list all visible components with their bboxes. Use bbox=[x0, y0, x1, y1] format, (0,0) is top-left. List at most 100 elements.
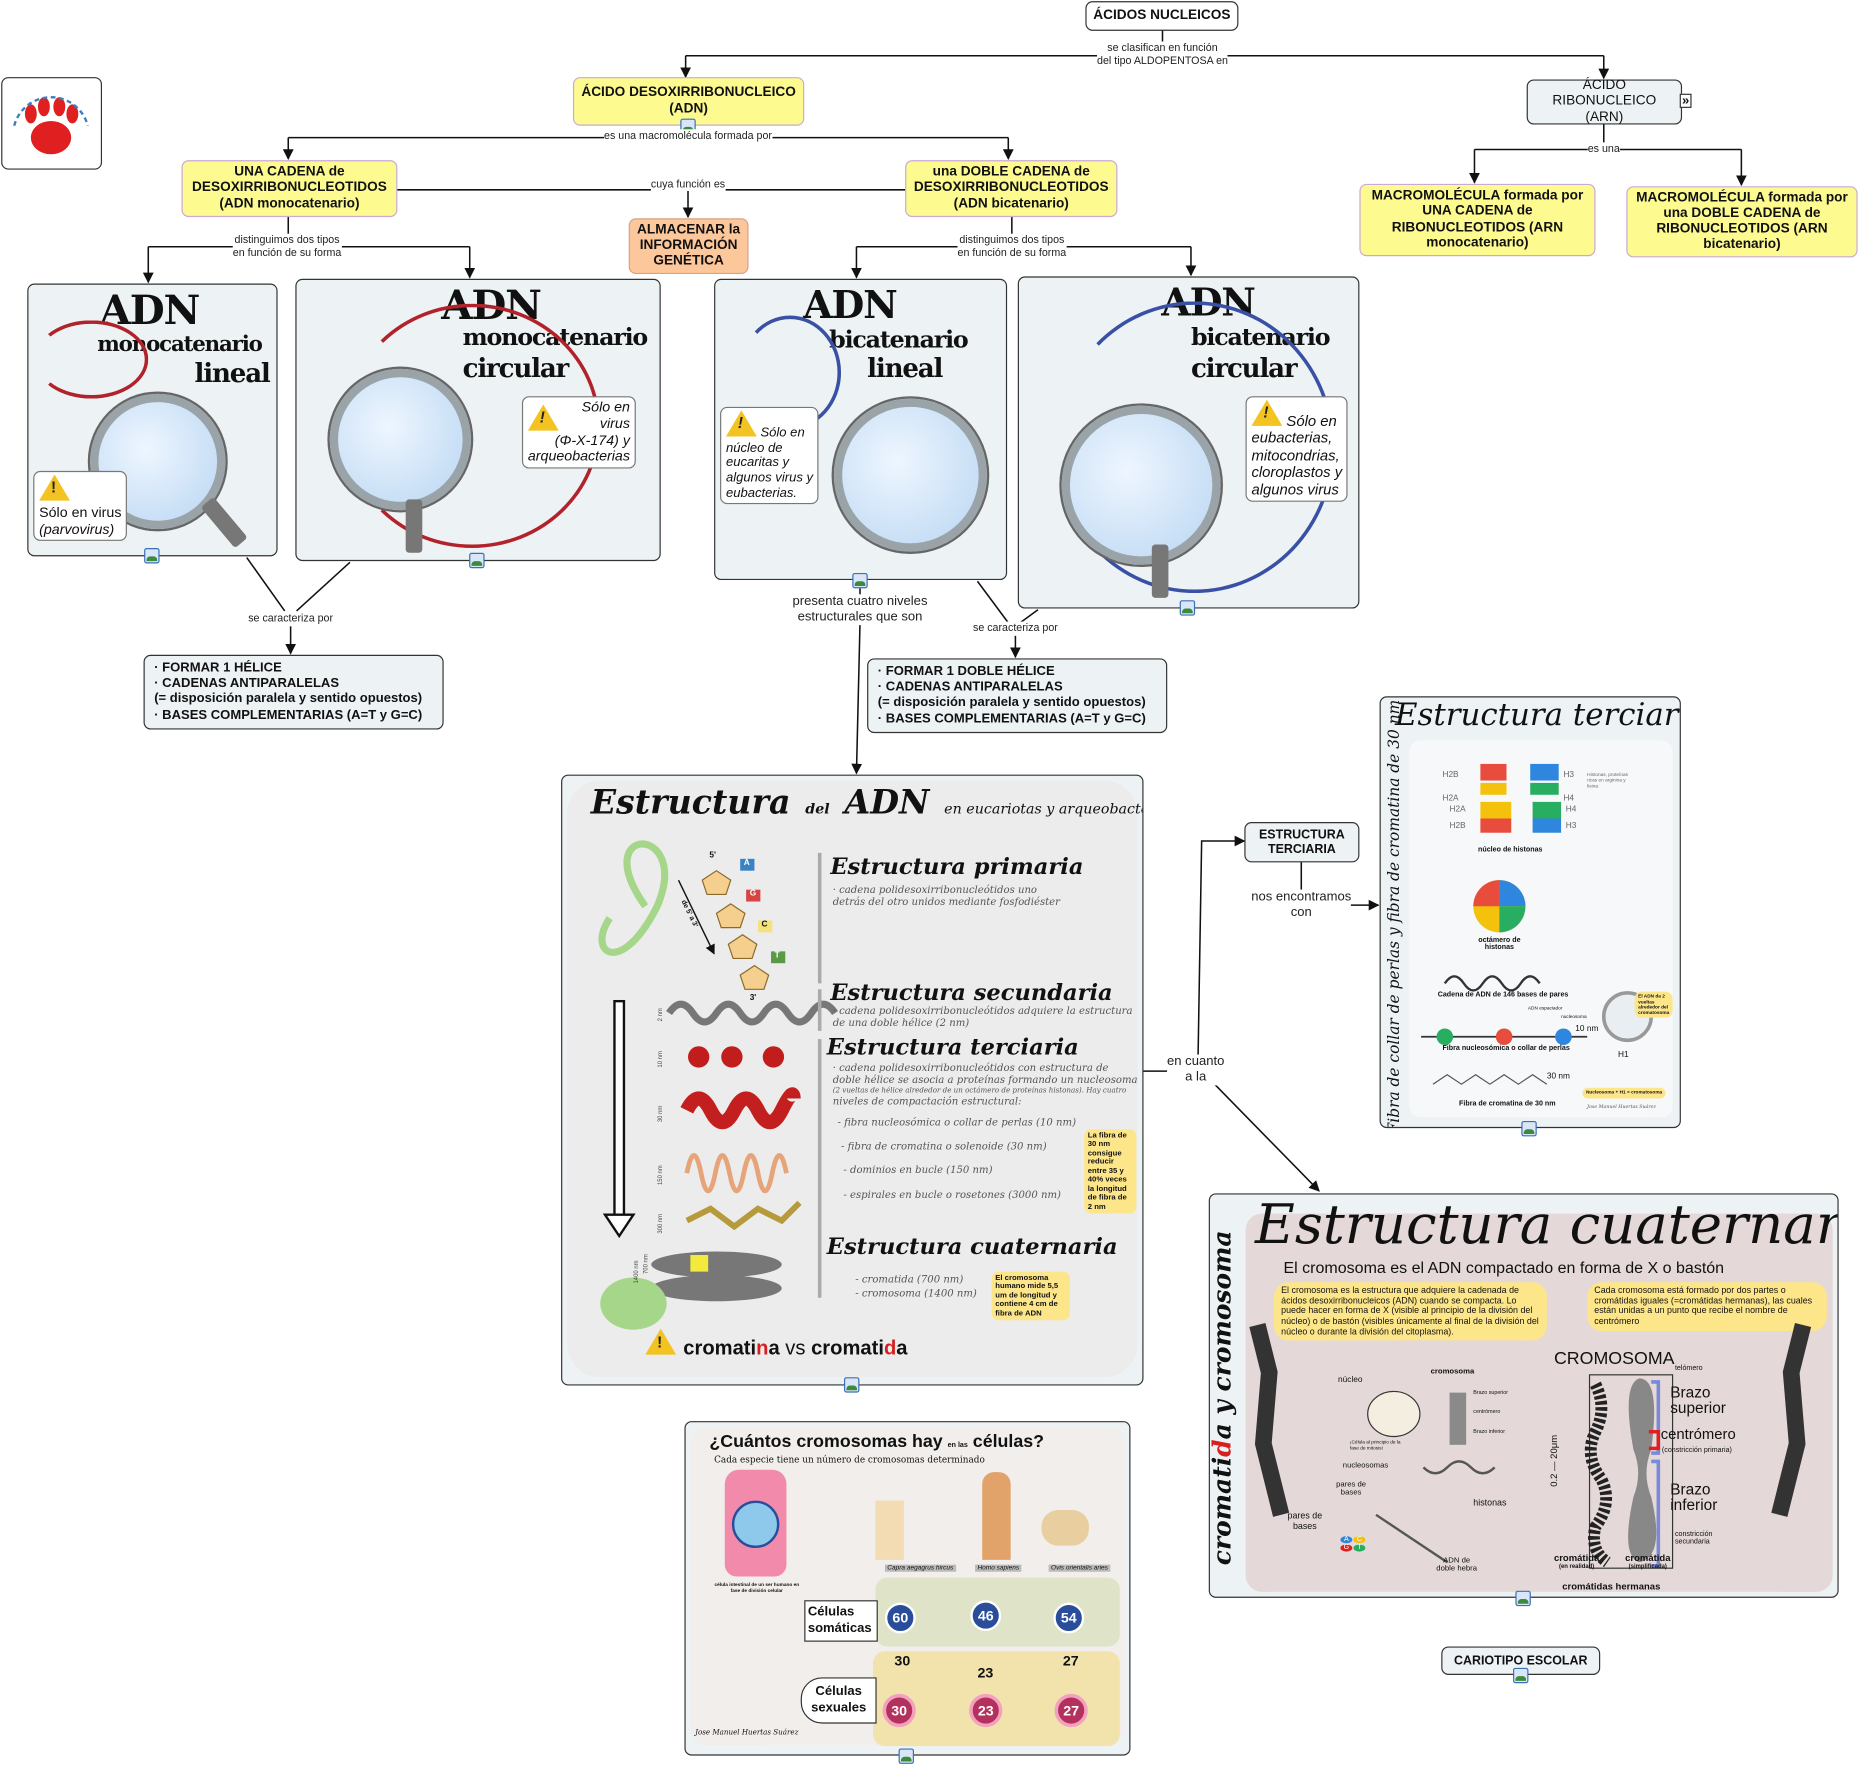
base-g: G bbox=[749, 889, 757, 898]
image-attachment-icon[interactable] bbox=[852, 572, 868, 589]
panel-title: bicatenario bbox=[829, 325, 969, 354]
link-label-cuya-funcion: cuya función es bbox=[650, 177, 726, 191]
node-funcion[interactable]: ALMACENAR la INFORMACIÓN GENÉTICA bbox=[628, 218, 749, 275]
note-text: Sólo en virus bbox=[581, 398, 630, 432]
callout: Nucleosoma + H1 = cromatosoma bbox=[1582, 1087, 1666, 1098]
caption: octámero de histonas bbox=[1478, 937, 1521, 952]
image-estructura-cuaternaria[interactable]: Estructura cuaternaria cromatida y cromo… bbox=[1208, 1193, 1839, 1598]
note-text: Sólo en virus bbox=[39, 503, 122, 521]
note-text: algunos virus y bbox=[725, 470, 814, 486]
caption: célula intestinal de un ser humano en fa… bbox=[714, 1581, 800, 1594]
caption: Cadena de ADN de 146 bases de pares bbox=[1437, 991, 1569, 999]
warning-icon bbox=[1251, 399, 1283, 426]
label: centrómero bbox=[1473, 1408, 1501, 1414]
list-item: · BASES COMPLEMENTARIAS (A=T y G=C) bbox=[154, 707, 423, 722]
subtitle: El cromosoma es el ADN compactado en for… bbox=[1283, 1258, 1725, 1277]
image-cuantos-cromosomas[interactable]: ¿Cuántos cromosomas hay en las células? … bbox=[684, 1421, 1131, 1756]
image-attachment-icon[interactable] bbox=[898, 1748, 914, 1764]
image-attachment-icon[interactable] bbox=[1513, 1667, 1529, 1684]
base-t: T bbox=[774, 951, 780, 960]
node-bicatenario-caracteristicas[interactable]: · FORMAR 1 DOBLE HÉLICE · CADENAS ANTIPA… bbox=[867, 658, 1168, 734]
node-arn[interactable]: ÁCIDO RIBONUCLEICO (ARN) bbox=[1526, 78, 1683, 125]
desc-line: niveles de compactación estructural: bbox=[832, 1095, 1022, 1108]
caption: 30 nm bbox=[1546, 1072, 1570, 1081]
label: constricción secundaria bbox=[1674, 1531, 1713, 1546]
label-brazo-inferior: Brazo inferior bbox=[1670, 1480, 1718, 1514]
cromatina-vs-cromatida: cromatina vs cromatida bbox=[645, 1328, 907, 1361]
somatic-count-goat: 60 bbox=[884, 1602, 916, 1634]
ovum-count-sheep: 27 bbox=[1054, 1693, 1088, 1728]
node-arn-bicatenario[interactable]: MACROMOLÉCULA formada por una DOBLE CADE… bbox=[1626, 186, 1858, 258]
speech-bubble: El cromosoma es la estructura que adquie… bbox=[1274, 1282, 1547, 1341]
text: (en realidad) bbox=[1558, 1563, 1595, 1571]
histone-label: H2A bbox=[1442, 794, 1459, 804]
nivel-item: - fibra de cromatina o solenoide (30 nm) bbox=[841, 1141, 1047, 1154]
ovum-count-human: 23 bbox=[969, 1693, 1003, 1728]
scale-label: 1400 nm bbox=[633, 1260, 641, 1284]
desc-line: (2 vueltas de hélice alrededor de un oct… bbox=[832, 1087, 1127, 1096]
warning-icon bbox=[527, 404, 559, 431]
image-adn-monocatenario-circular[interactable]: ADN monocatenario circular Sólo en virus… bbox=[295, 278, 661, 562]
node-doble-cadena[interactable]: una DOBLE CADENA de DESOXIRRIBONUCLEOTID… bbox=[905, 160, 1118, 218]
note-text: Sólo en bbox=[760, 425, 805, 441]
image-estructura-del-adn[interactable]: Estructura del ADN en eucariotas y arque… bbox=[561, 774, 1144, 1386]
link-label-macromolecula: es una macromolécula formada por bbox=[604, 129, 772, 143]
node-una-cadena[interactable]: UNA CADENA de DESOXIRRIBONUCLEOTIDOS (AD… bbox=[181, 160, 398, 218]
image-attachment-icon[interactable] bbox=[1521, 1120, 1537, 1137]
warning-icon bbox=[39, 474, 70, 501]
panel-title: ¿Cuántos cromosomas hay en las células? bbox=[709, 1432, 1044, 1452]
link-text: en cuanto bbox=[1167, 1054, 1225, 1069]
scale-label: 10 nm bbox=[657, 1051, 665, 1068]
image-adn-bicatenario-lineal[interactable]: ADN bicatenario lineal Sólo en núcleo de… bbox=[714, 278, 1008, 581]
node-adn[interactable]: ÁCIDO DESOXIRRIBONUCLEICO (ADN) bbox=[572, 77, 805, 126]
image-attachment-icon[interactable] bbox=[1515, 1590, 1531, 1607]
panel-title: ADN bbox=[803, 282, 898, 328]
label: (constricción primaria) bbox=[1661, 1447, 1732, 1455]
image-attachment-icon[interactable] bbox=[144, 548, 160, 564]
level-terciaria: Estructura terciaria bbox=[826, 1034, 1079, 1061]
node-monocatenario-caracteristicas[interactable]: · FORMAR 1 HÉLICE · CADENAS ANTIPARALELA… bbox=[143, 654, 444, 730]
label: telómero bbox=[1674, 1365, 1703, 1373]
sperm-count-goat: 30 bbox=[894, 1652, 911, 1670]
note-text: arqueobacterias bbox=[527, 447, 630, 465]
base-a: A bbox=[1340, 1536, 1353, 1544]
level-secundaria: Estructura secundaria bbox=[830, 979, 1113, 1006]
magnifier-handle bbox=[200, 496, 248, 549]
node-acidos-nucleicos[interactable]: ÁCIDOS NUCLEICOS bbox=[1085, 1, 1239, 31]
desc-line: · cadena polidesoxirribonucleótidos con … bbox=[832, 1062, 1109, 1075]
list-item: (= disposición paralela y sentido opuest… bbox=[877, 695, 1146, 710]
node-estructura-terciaria[interactable]: ESTRUCTURA TERCIARIA bbox=[1244, 822, 1360, 863]
nivel-item: - espirales en bucle o rosetones (3000 n… bbox=[843, 1189, 1061, 1202]
sperm-count-human: 23 bbox=[977, 1664, 994, 1681]
desc-line: doble hélice se asocia a proteínas forma… bbox=[832, 1074, 1138, 1087]
image-attachment-icon[interactable] bbox=[1179, 600, 1196, 616]
image-adn-monocatenario-lineal[interactable]: ADN monocatenario lineal Sólo en virus (… bbox=[27, 283, 278, 557]
label-scale: 0.2 — 20μm bbox=[1548, 1434, 1560, 1487]
label: pares de bases bbox=[1336, 1480, 1367, 1498]
histone-label: H2B bbox=[1449, 822, 1466, 831]
expand-icon[interactable]: » bbox=[1679, 93, 1692, 108]
human-figure bbox=[982, 1472, 1011, 1560]
image-estructura-terciaria[interactable]: Estructura terciaria Fibra de collar de … bbox=[1379, 696, 1681, 1129]
node-arn-monocatenario[interactable]: MACROMOLÉCULA formada por UNA CADENA de … bbox=[1359, 183, 1596, 257]
scale-label: 300 nm bbox=[657, 1213, 665, 1234]
caption: núcleo de histonas bbox=[1478, 846, 1543, 855]
image-adn-bicatenario-circular[interactable]: ADN bicatenario circular Sólo en eubacte… bbox=[1017, 276, 1360, 609]
nivel-item: - fibra nucleosómica o collar de perlas … bbox=[837, 1117, 1077, 1130]
compaction-illustration bbox=[598, 840, 839, 1330]
caption: Fibra nucleosómica o collar de perlas bbox=[1442, 1045, 1570, 1053]
intestinal-cell bbox=[724, 1469, 787, 1577]
caption: H1 bbox=[1618, 1050, 1629, 1060]
image-attachment-icon[interactable] bbox=[469, 552, 485, 569]
panel-title: lineal bbox=[194, 358, 271, 390]
label: Brazo superior bbox=[1473, 1389, 1509, 1395]
ovum-count-goat: 30 bbox=[882, 1693, 916, 1728]
histone-label: H4 bbox=[1563, 794, 1575, 804]
link-text: distinguimos dos tipos bbox=[959, 233, 1065, 246]
image-attachment-icon[interactable] bbox=[843, 1377, 860, 1393]
list-item: (= disposición paralela y sentido opuest… bbox=[154, 692, 423, 707]
